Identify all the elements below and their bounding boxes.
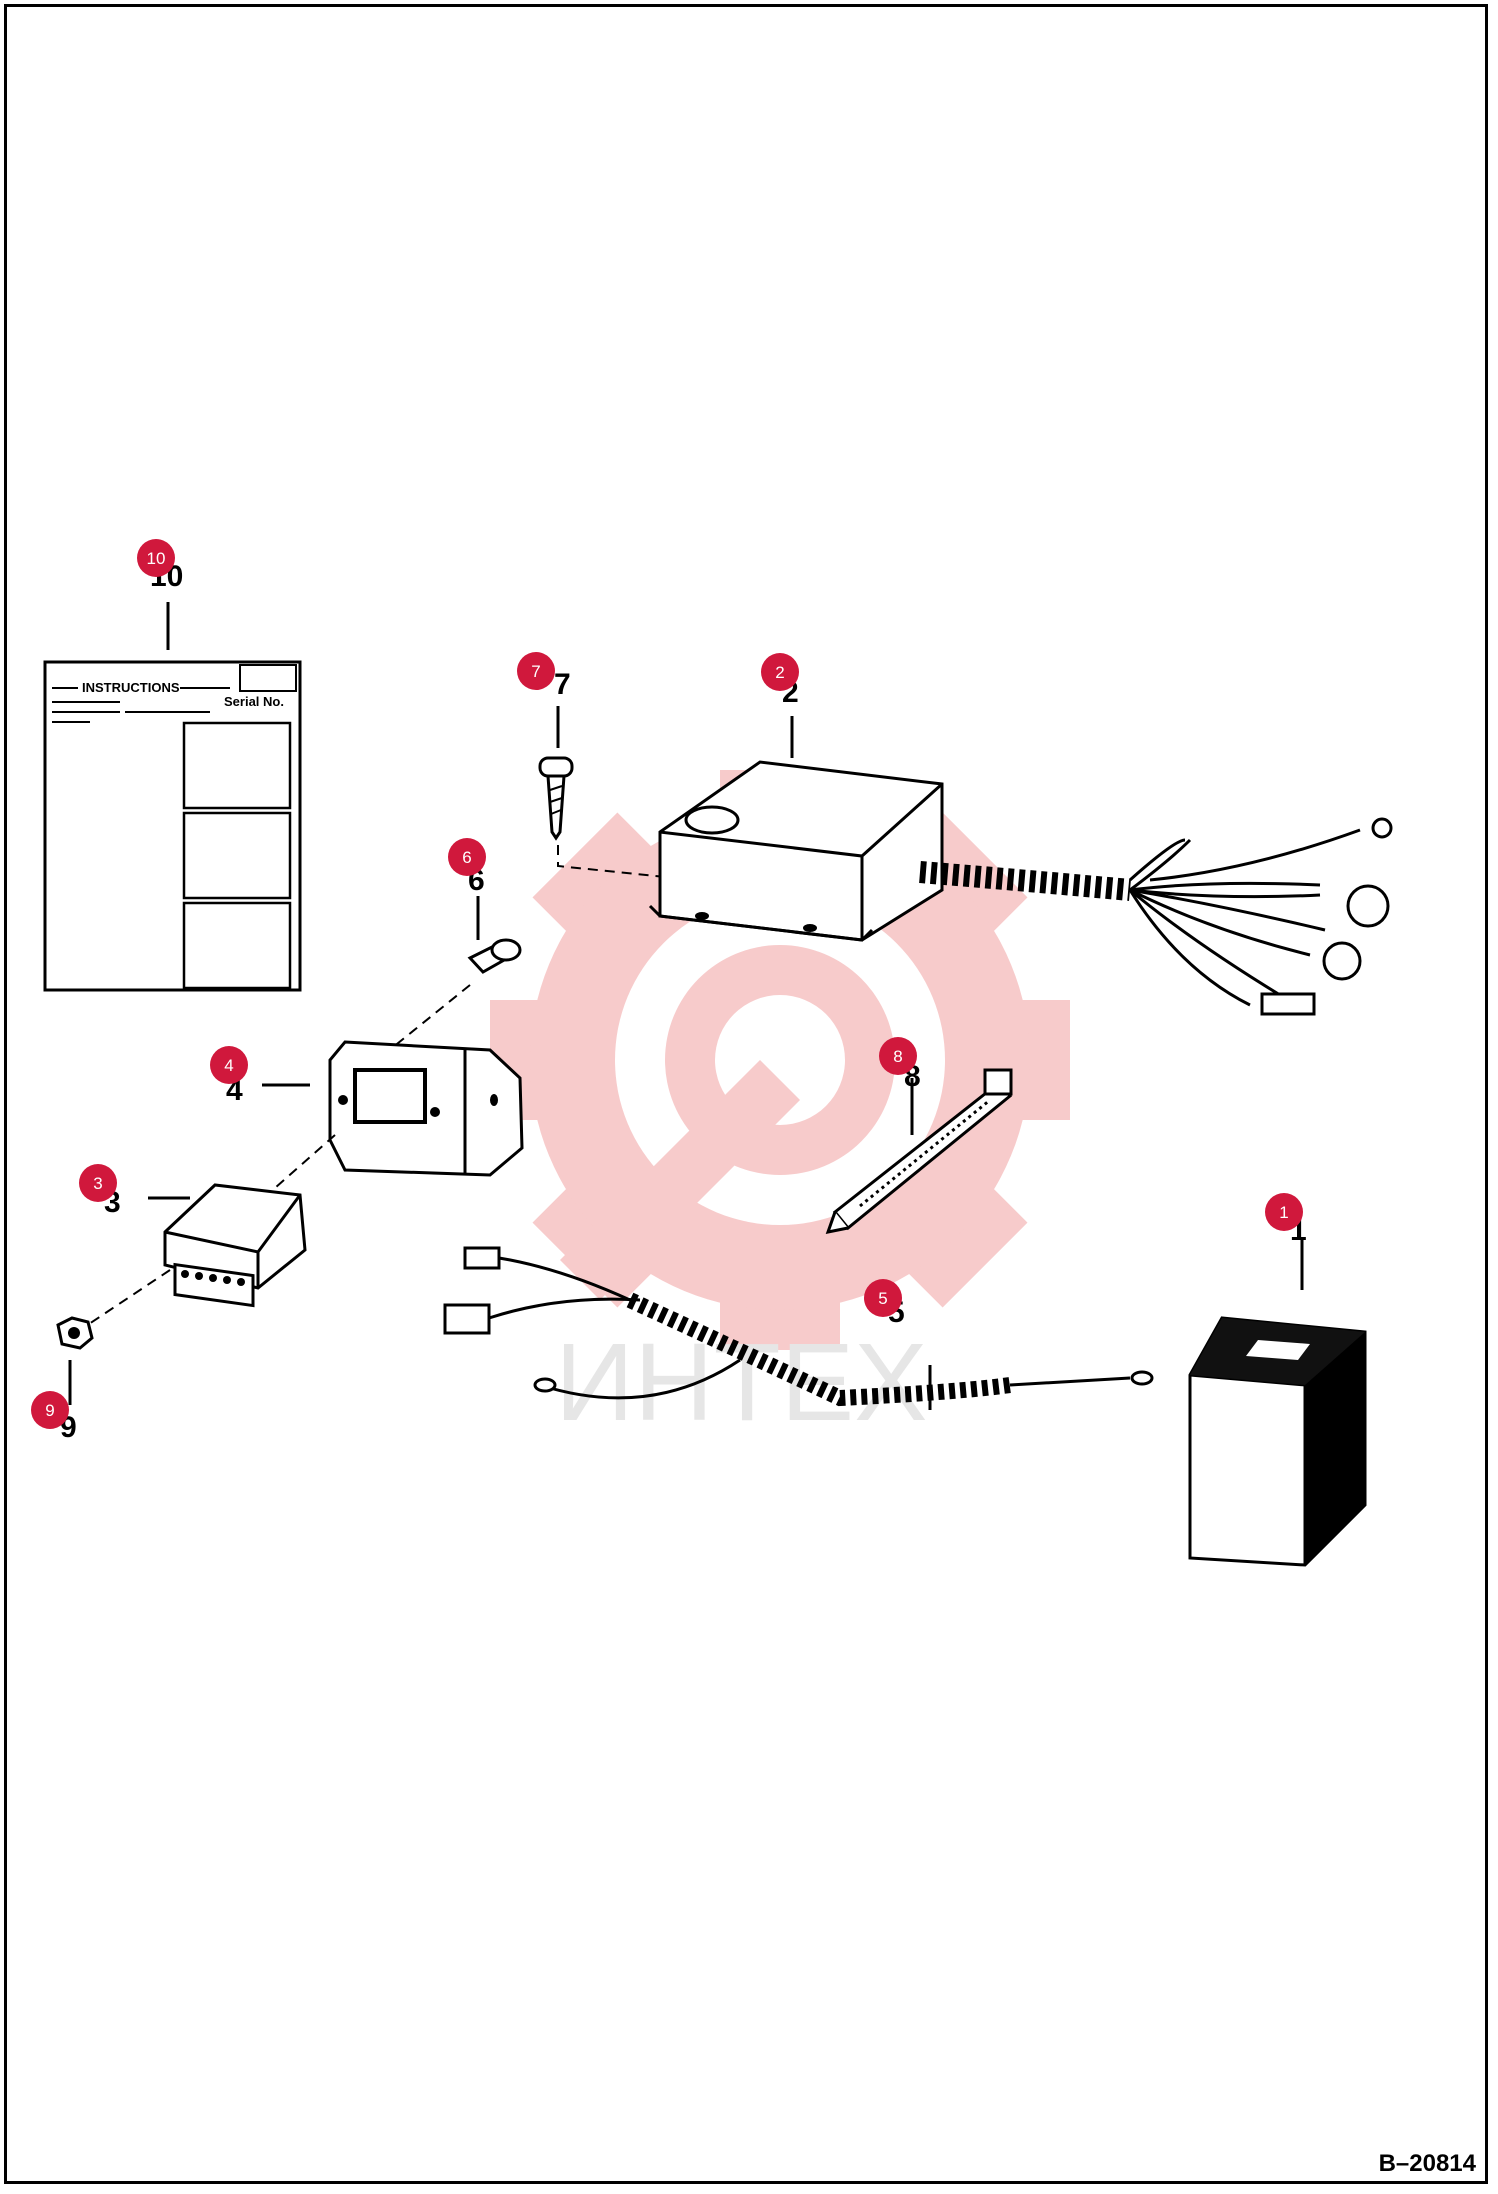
control-box xyxy=(648,760,944,942)
cable-tie xyxy=(825,1068,1013,1234)
callout-5[interactable]: 5 xyxy=(864,1279,902,1317)
callout-2-label: 2 xyxy=(775,663,784,682)
callout-5-label: 5 xyxy=(878,1289,887,1308)
callout-10[interactable]: 10 xyxy=(137,539,175,577)
callout-7-label: 7 xyxy=(531,662,540,681)
callout-2[interactable]: 2 xyxy=(761,653,799,691)
callout-9-label: 9 xyxy=(45,1401,54,1420)
callout-9[interactable]: 9 xyxy=(31,1391,69,1429)
reference-code: B–20814 xyxy=(1378,2150,1476,2177)
instruction-sheet: INSTRUCTIONS Serial No. xyxy=(43,660,302,992)
callout-8-label: 8 xyxy=(893,1047,902,1066)
callout-8[interactable]: 8 xyxy=(879,1037,917,1075)
control-box-harness xyxy=(919,828,1361,1007)
callout-6[interactable]: 6 xyxy=(448,838,486,876)
bracket xyxy=(328,1040,524,1177)
nut xyxy=(56,1316,94,1350)
callout-1[interactable]: 1 xyxy=(1265,1193,1303,1231)
callout-4[interactable]: 4 xyxy=(210,1046,248,1084)
module-box xyxy=(1188,1316,1367,1567)
callout-markers: 1 2 3 4 5 6 7 8 xyxy=(31,539,1303,1429)
callout-10-label: 10 xyxy=(147,549,166,568)
diagram-frame xyxy=(4,4,1488,2184)
callout-3[interactable]: 3 xyxy=(79,1164,117,1202)
instruction-sheet-serial: Serial No. xyxy=(224,694,284,709)
watermark-text: ИНТЕХ xyxy=(555,1321,927,1444)
callout-1-label: 1 xyxy=(1279,1203,1288,1222)
instruction-sheet-heading: INSTRUCTIONS xyxy=(82,680,180,695)
part-number-7: 7 xyxy=(554,668,571,701)
screw xyxy=(538,756,574,841)
wire-harness xyxy=(443,1246,1131,1407)
callout-6-label: 6 xyxy=(462,848,471,867)
callout-7[interactable]: 7 xyxy=(517,652,555,690)
bolt xyxy=(467,938,522,974)
relay xyxy=(163,1183,307,1308)
callout-3-label: 3 xyxy=(93,1174,102,1193)
callout-4-label: 4 xyxy=(224,1056,233,1075)
watermark-logo xyxy=(490,770,1070,1350)
